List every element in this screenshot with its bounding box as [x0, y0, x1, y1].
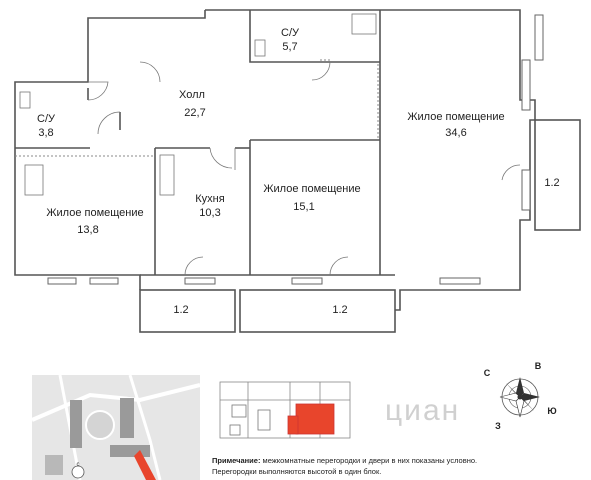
note-line-1: Примечание: межкомнатные перегородки и д… [212, 455, 532, 466]
room-name-bath-left: С/У [37, 113, 56, 125]
note-line-2: Перегородки выполняются высотой в один б… [212, 466, 532, 477]
watermark: циан [385, 394, 460, 427]
room-area-balcony-left: 1.2 [173, 304, 188, 316]
compass-east: В [535, 361, 542, 371]
room-area-balcony-right: 1.2 [544, 177, 559, 189]
room-area-kitchen: 10,3 [199, 207, 220, 219]
room-area-hall: 22,7 [184, 107, 205, 119]
dotted-dividers [15, 59, 379, 157]
door-swings [87, 61, 521, 276]
room-area-living-mid: 15,1 [293, 201, 314, 213]
apartment-walls [14, 9, 536, 311]
bathroom-fixtures [19, 13, 377, 196]
key-plan [219, 381, 351, 439]
note-block: Примечание: межкомнатные перегородки и д… [212, 455, 532, 477]
room-area-living-left: 13,8 [77, 224, 98, 236]
compass-south: Ю [547, 406, 556, 416]
note-label: Примечание: [212, 456, 261, 465]
note-text-1: межкомнатные перегородки и двери в них п… [262, 456, 478, 465]
room-area-living-big: 34,6 [445, 127, 466, 139]
room-name-living-big: Жилое помещение [407, 111, 504, 123]
compass-west: З [495, 421, 501, 431]
room-name-hall: Холл [179, 89, 205, 101]
note-text-2: Перегородки выполняются высотой в один б… [212, 467, 382, 476]
room-area-balcony-mid: 1.2 [332, 304, 347, 316]
room-area-bath-left: 3,8 [38, 127, 53, 139]
room-name-living-mid: Жилое помещение [263, 183, 360, 195]
room-name-bath-top: С/У [281, 27, 300, 39]
room-labels: С/У 5,7 Холл 22,7 Жилое помещение 34,6 С… [37, 27, 560, 316]
windows [47, 14, 544, 285]
room-area-bath-top: 5,7 [282, 41, 297, 53]
room-name-living-left: Жилое помещение [46, 207, 143, 219]
mini-compass-north: с [77, 462, 80, 468]
room-name-kitchen: Кухня [195, 193, 224, 205]
compass-north: С [484, 368, 491, 378]
balconies [139, 119, 581, 333]
compass-rose: С В Ю З [484, 361, 557, 431]
site-map: с [31, 374, 201, 480]
